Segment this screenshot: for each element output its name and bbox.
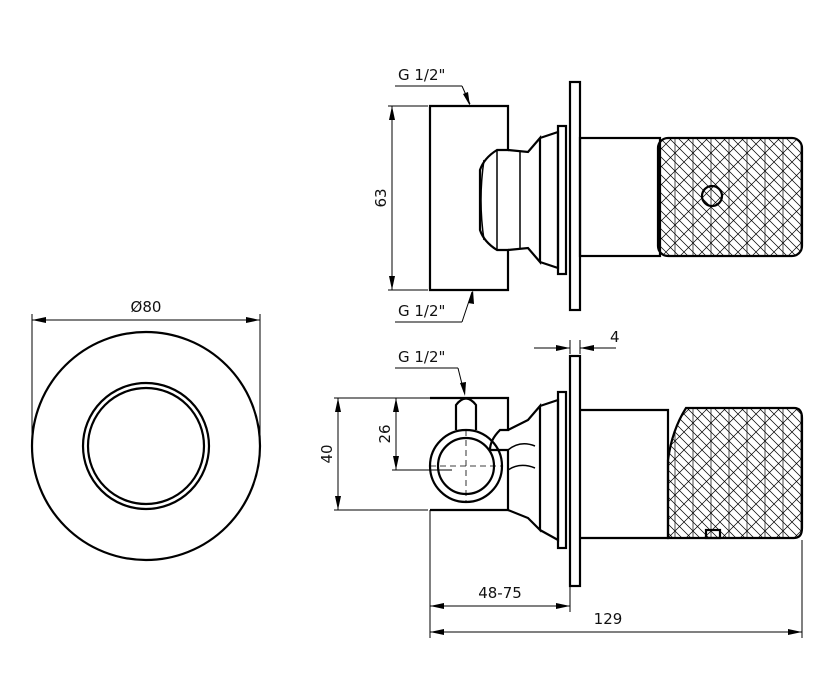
plate-thickness-label: 4 [610, 328, 620, 346]
handle-pin-top [700, 184, 724, 208]
handle-pin-bottom [704, 528, 722, 540]
wall-plate-top [568, 80, 582, 312]
wall-plate-bottom [568, 354, 582, 588]
top-side-view: 63 G 1/2" G 1/2" [372, 66, 804, 323]
sleeve-bottom [580, 408, 670, 540]
outer-rosette [30, 330, 262, 562]
front-view: Ø80 [30, 298, 262, 562]
height-bottom-label: 40 [318, 444, 336, 463]
inner-ring-inner [86, 386, 206, 506]
thread-label-top: G 1/2" [398, 66, 445, 84]
height-top-label: 63 [372, 188, 390, 207]
inner-height-label: 26 [376, 424, 394, 443]
thread-label-side: G 1/2" [398, 348, 445, 366]
bottom-side-view: 4 G 1/2" 40 26 48-75 129 [318, 328, 804, 638]
inner-ring-outer [81, 381, 211, 511]
valve-body-bottom [430, 396, 510, 512]
total-length-label: 129 [594, 610, 623, 628]
thread-label-bottom: G 1/2" [398, 302, 445, 320]
sleeve-top [578, 136, 662, 258]
diameter-label: Ø80 [131, 298, 162, 316]
depth-range-label: 48-75 [478, 584, 522, 602]
